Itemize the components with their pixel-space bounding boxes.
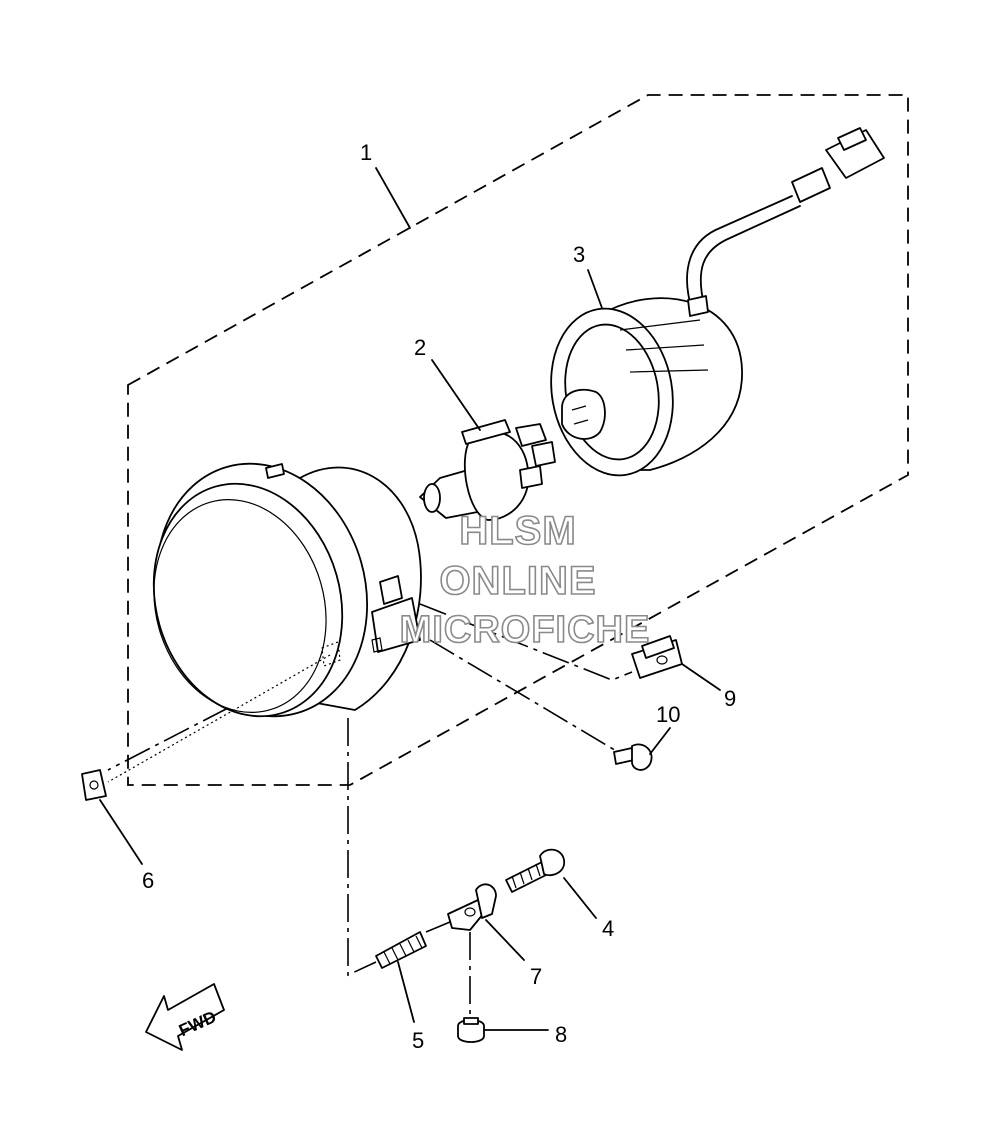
watermark-line-1: HLSM (459, 509, 576, 553)
assembly-boundary (127, 94, 909, 786)
callout-9: 9 (724, 686, 736, 711)
callout-8: 8 (555, 1022, 567, 1047)
spring (375, 931, 427, 969)
watermark-line-2: ONLINE (439, 559, 596, 603)
centre-lines (107, 603, 633, 1018)
screw (457, 1017, 485, 1043)
callout-7: 7 (530, 964, 542, 989)
callout-2: 2 (414, 335, 426, 360)
watermark: HLSM ONLINE MICROFICHE (399, 508, 651, 652)
watermark-line-3: MICROFICHE (400, 609, 651, 651)
mounting-screw (613, 743, 653, 771)
leader-lines (99, 167, 721, 1031)
callout-5: 5 (412, 1028, 424, 1053)
adjuster-bracket (447, 883, 497, 931)
adjusting-bolt (505, 848, 565, 893)
callout-1: 1 (360, 140, 372, 165)
fwd-arrow-icon: FWD (145, 983, 225, 1051)
square-nut (81, 769, 107, 801)
socket-cover (550, 127, 885, 477)
callout-10: 10 (656, 702, 680, 727)
callout-3: 3 (573, 242, 585, 267)
headlight-unit (107, 462, 422, 783)
bulb (419, 419, 556, 521)
callout-4: 4 (602, 916, 614, 941)
callout-6: 6 (142, 868, 154, 893)
